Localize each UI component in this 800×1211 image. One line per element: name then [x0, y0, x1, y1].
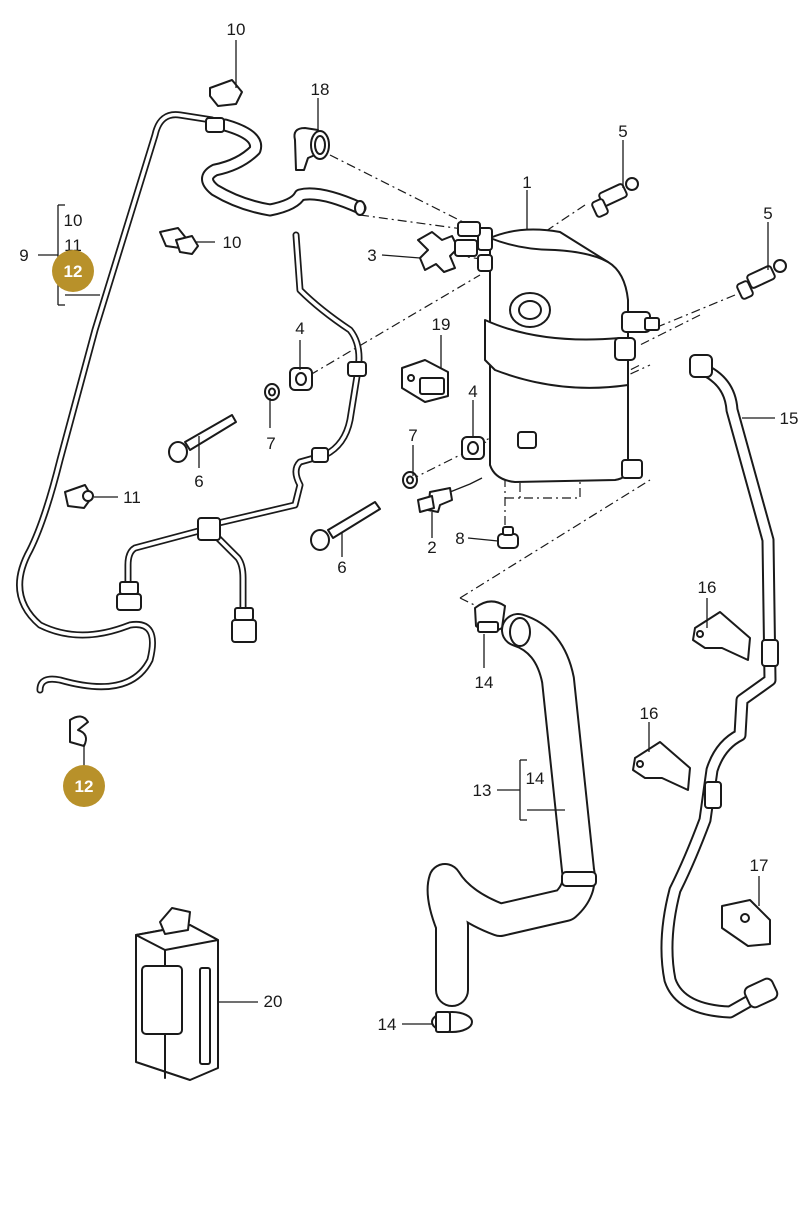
pump-impeller — [417, 231, 478, 273]
callout-5-lower: 5 — [763, 204, 772, 223]
grommet-lower — [461, 436, 485, 460]
callout-13: 13 — [473, 781, 492, 800]
clip-10-top — [209, 79, 243, 107]
callout-8: 8 — [455, 529, 464, 548]
hose-clamp-top — [474, 600, 506, 633]
hose-bracket-upper — [692, 611, 751, 661]
right-coolant-hose — [660, 354, 779, 1019]
washer-upper — [264, 383, 280, 401]
screw-upper — [168, 414, 237, 463]
clip-12 — [69, 715, 89, 747]
callout-6-upper: 6 — [194, 472, 203, 491]
left-loop-hose — [16, 111, 216, 694]
clip-11 — [64, 484, 94, 509]
center-tube — [206, 231, 367, 529]
grommet-upper — [289, 367, 313, 391]
hose-clip-top — [205, 117, 225, 133]
callout-17: 17 — [750, 856, 769, 875]
callout-9: 9 — [19, 246, 28, 265]
bolt-lower — [736, 259, 787, 300]
callout-14-bottom: 14 — [378, 1015, 397, 1034]
callout-1: 1 — [522, 173, 531, 192]
callout-19: 19 — [432, 315, 451, 334]
callout-16-upper: 16 — [698, 578, 717, 597]
thick-coolant-hose — [426, 613, 597, 1007]
callout-14-group: 14 — [526, 769, 545, 788]
mounting-bracket — [401, 359, 449, 403]
callout-7-upper: 7 — [266, 434, 275, 453]
leader-lines — [38, 40, 775, 1025]
callout-3: 3 — [367, 246, 376, 265]
callout-7-lower: 7 — [408, 426, 417, 445]
callout-6-lower: 6 — [337, 558, 346, 577]
washer-lower — [402, 471, 418, 489]
drain-plug — [497, 526, 519, 549]
coolant-bottle — [135, 907, 219, 1081]
badge-12-lower-label: 12 — [75, 777, 94, 796]
callout-15: 15 — [780, 409, 799, 428]
callout-20: 20 — [264, 992, 283, 1011]
hose-bracket-lower — [632, 741, 691, 791]
level-sensor — [417, 477, 483, 513]
temperature-sender — [721, 899, 771, 947]
hose-clamp-bottom — [431, 1011, 473, 1033]
callout-5-upper: 5 — [618, 122, 627, 141]
callout-11: 11 — [123, 488, 141, 507]
callout-labels: 10 18 1 5 5 3 10 10 11 9 4 19 4 7 7 6 11… — [19, 20, 798, 1034]
t-piece — [116, 517, 257, 643]
callout-18: 18 — [311, 80, 330, 99]
badge-12-upper-label: 12 — [64, 262, 83, 281]
upper-hose — [201, 118, 367, 217]
clip-10-mid — [159, 227, 199, 255]
callout-16-lower: 16 — [640, 704, 659, 723]
bolt-upper — [591, 177, 639, 218]
badge-12-upper: 12 — [52, 250, 94, 292]
callout-14-top: 14 — [475, 673, 494, 692]
callout-2: 2 — [427, 538, 436, 557]
callout-10-top: 10 — [227, 20, 246, 39]
callout-11-group: 11 — [64, 236, 82, 255]
badge-12-lower: 12 — [63, 765, 105, 807]
callout-4-upper: 4 — [295, 319, 304, 338]
reservoir-tank — [457, 221, 660, 483]
screw-lower — [310, 501, 381, 551]
callout-4-lower: 4 — [468, 382, 477, 401]
elbow-connector — [293, 127, 330, 171]
callout-10-group: 10 — [64, 211, 83, 230]
callout-10-mid: 10 — [223, 233, 242, 252]
